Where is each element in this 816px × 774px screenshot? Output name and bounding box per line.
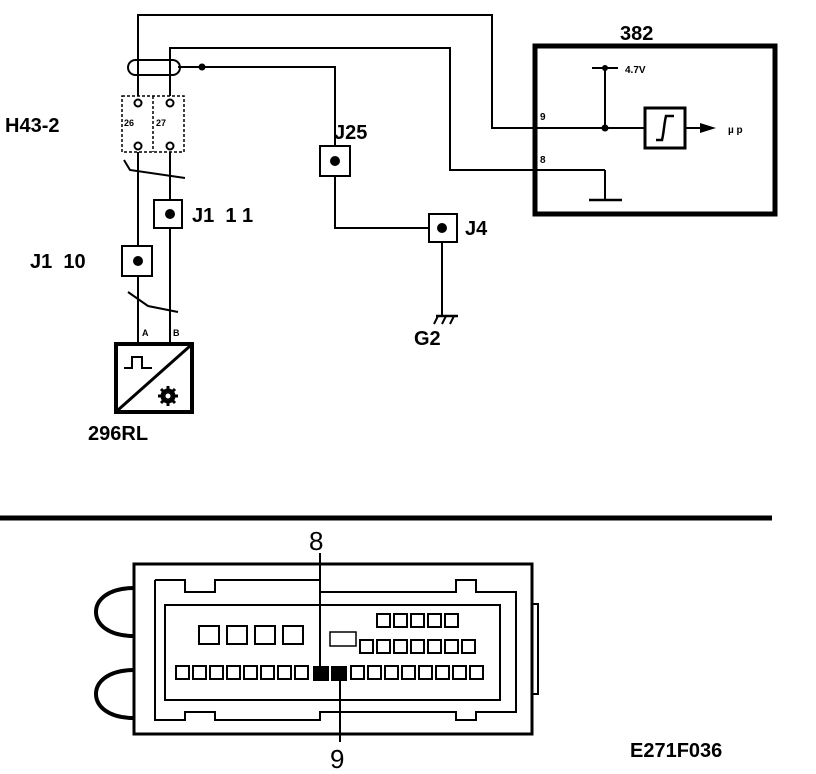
- pin-9-cavity: [331, 666, 347, 681]
- wires: [137, 14, 645, 342]
- splice-j1-10-label: J1 10: [30, 251, 86, 273]
- shield-drain-wire: [178, 66, 336, 160]
- ecu-382: [532, 43, 778, 217]
- sensor-296rl: [114, 342, 194, 414]
- ground-g2-label: G2: [414, 328, 441, 350]
- supply-voltage-label: 4.7V: [625, 65, 646, 76]
- connector-h43-label: H43-2: [5, 115, 59, 137]
- ground-icon: [433, 314, 458, 325]
- cable-shield: [127, 59, 181, 76]
- wire-to-pin8: [169, 47, 535, 171]
- pulse-icon: [124, 356, 152, 369]
- twist-marker-lower: [127, 291, 179, 313]
- ecu-pin-9-label: 9: [540, 112, 546, 123]
- pin-8-cavity: [313, 666, 329, 681]
- pin-26-label: 26: [124, 118, 134, 128]
- splice-j25: [319, 145, 351, 177]
- shield-splice-dot: [198, 63, 206, 71]
- wire-j25-j4: [334, 175, 442, 229]
- connector-pin-9-callout: 9: [330, 744, 344, 774]
- figure-id: E271F036: [630, 740, 722, 762]
- sensor-label: 296RL: [88, 423, 148, 445]
- splice-j4: [428, 213, 458, 243]
- ecu-pin-8-label: 8: [540, 155, 546, 166]
- output-label: µ p: [728, 125, 743, 136]
- connector-pin-8-callout: 8: [309, 526, 323, 556]
- splice-j4-label: J4: [465, 218, 488, 240]
- pin-27-label: 27: [156, 118, 166, 128]
- sensor-pin-b-label: B: [173, 328, 180, 338]
- splice-j1-11: [153, 199, 183, 229]
- arrow-right-icon: [700, 123, 716, 133]
- sensor-pin-a-label: A: [142, 328, 149, 338]
- gear-icon: [158, 386, 178, 406]
- splice-j1-11-label: J1 1 1: [192, 205, 253, 227]
- splice-j1-10: [121, 245, 153, 277]
- connector-h43-2: 26 27: [121, 95, 185, 153]
- connector-face-view: [93, 553, 539, 742]
- twist-marker-upper: [123, 159, 186, 179]
- ecu-label: 382: [620, 23, 653, 45]
- wire-to-pin9: [137, 14, 645, 129]
- splice-j25-label: J25: [334, 122, 367, 144]
